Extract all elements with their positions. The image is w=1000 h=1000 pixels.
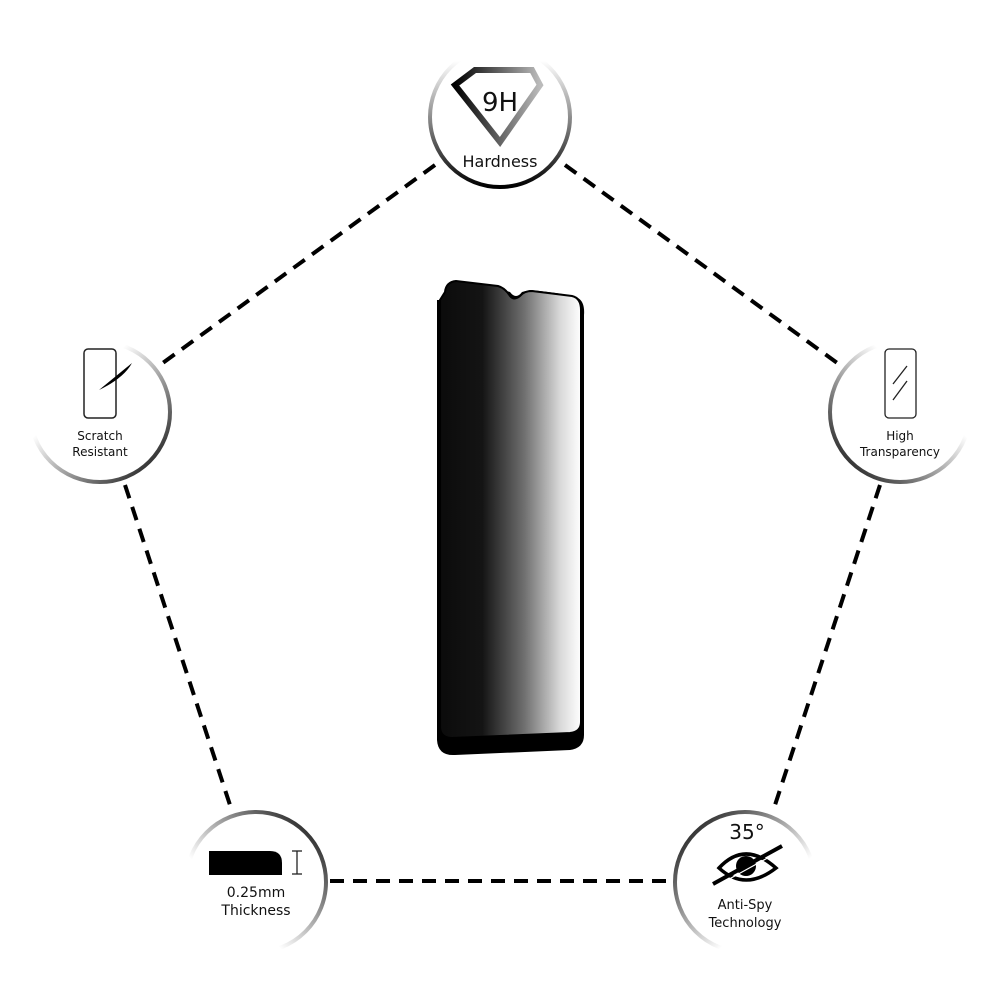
thickness-value: 0.25mm bbox=[227, 885, 285, 901]
hardness-label: Hardness bbox=[463, 152, 538, 171]
phone-glass-icon bbox=[884, 348, 917, 419]
hardness-badge: 9H bbox=[482, 88, 518, 118]
transparency-label-2: Transparency bbox=[859, 445, 940, 459]
feature-high-transparency: High Transparency bbox=[828, 340, 972, 484]
feature-thickness: 0.25mm Thickness bbox=[184, 810, 328, 954]
privacy-screen-protector bbox=[437, 279, 585, 756]
diamond-icon bbox=[450, 67, 544, 148]
eye-slash-icon bbox=[712, 844, 783, 889]
transparency-label-1: High bbox=[886, 429, 914, 443]
scratch-label-1: Scratch bbox=[77, 429, 122, 443]
feature-scratch-resistant: Scratch Resistant bbox=[28, 340, 172, 484]
anti-spy-angle: 35° bbox=[729, 820, 764, 844]
anti-spy-label-2: Technology bbox=[708, 916, 782, 931]
scratch-label-2: Resistant bbox=[72, 445, 128, 459]
anti-spy-label-1: Anti-Spy bbox=[718, 898, 773, 913]
thickness-label: Thickness bbox=[220, 903, 290, 919]
dashed-connectors bbox=[123, 163, 882, 883]
feature-anti-spy: 35° Anti-Spy Technology bbox=[673, 810, 817, 954]
height-indicator-icon bbox=[292, 850, 302, 875]
phone-scratch-icon bbox=[83, 348, 132, 419]
feature-hardness: 9H Hardness bbox=[428, 45, 572, 189]
glass-profile-icon bbox=[209, 851, 282, 875]
